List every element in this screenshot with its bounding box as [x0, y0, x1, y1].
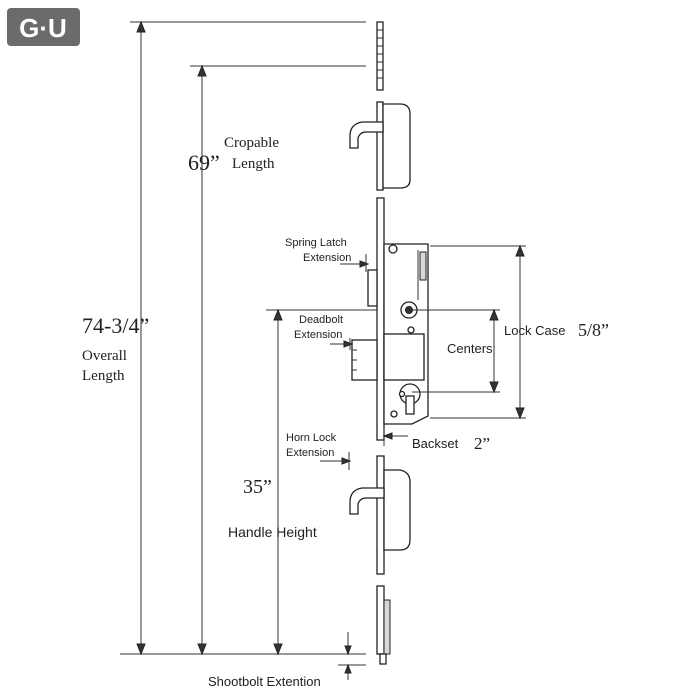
bottom-hook-lock: [349, 455, 411, 575]
top-rod: [376, 21, 384, 91]
overall-bottom-arrow: [136, 643, 146, 656]
spring-latch-label-2: Extension: [303, 252, 351, 264]
horn-lock-annotation: Horn Lock Extension: [286, 432, 352, 470]
top-hook-lock: [349, 101, 411, 191]
cylinder-slot: [405, 395, 415, 415]
logo-text: G·U: [19, 13, 67, 43]
handle-bottom-arrow: [273, 643, 283, 656]
spring-latch-annotation: Spring Latch Extension: [285, 237, 370, 272]
lock-case-dimension: Lock Case 5/8”: [430, 244, 609, 420]
shootbolt-tip: [379, 653, 387, 665]
overall-length-label-2: Length: [82, 368, 125, 384]
backset-value: 2”: [474, 434, 490, 453]
horn-lock-label-2: Extension: [286, 447, 334, 459]
bottom-hook-case: [383, 469, 411, 551]
shootbolt-plate: [376, 585, 385, 655]
overall-length-value: 74-3/4”: [82, 313, 149, 338]
deadbolt-housing: [383, 333, 425, 381]
gu-logo: G·U: [7, 8, 80, 46]
top-hook-bolt: [349, 121, 384, 149]
bottom-hook-plate: [376, 455, 385, 575]
handle-top-arrow: [273, 308, 283, 321]
faceplate: [376, 197, 385, 441]
handle-height-label: Handle Height: [228, 524, 317, 540]
lock-body: [351, 197, 429, 441]
lock-case-label: Lock Case: [504, 323, 565, 338]
backset-label: Backset: [412, 436, 459, 451]
shootbolt-rod: [383, 599, 391, 655]
centers-dimension: Centers: [412, 308, 500, 394]
shootbolt: Shootbolt Extention: [208, 585, 391, 689]
overall-top-arrow: [136, 20, 146, 33]
overall-length-label-1: Overall: [82, 348, 127, 364]
cropable-bottom-arrow: [197, 643, 207, 656]
spring-latch-label-1: Spring Latch: [285, 237, 347, 249]
cropable-label-2: Length: [232, 156, 275, 172]
horn-lock-label-1: Horn Lock: [286, 432, 337, 444]
overall-length-dimension: 74-3/4” Overall Length: [82, 20, 366, 656]
top-hook-plate: [376, 101, 384, 191]
deadbolt-annotation: Deadbolt Extension: [294, 314, 354, 350]
deadbolt-label-1: Deadbolt: [299, 314, 343, 326]
handle-height-value: 35”: [243, 476, 272, 498]
top-hook-case: [382, 103, 411, 189]
shootbolt-label: Shootbolt Extention: [208, 674, 321, 689]
cropable-length-dimension: Cropable 69” Length: [188, 64, 366, 656]
deadbolt-label-2: Extension: [294, 329, 342, 341]
cropable-label-1: Cropable: [224, 135, 279, 151]
centers-label: Centers: [447, 341, 493, 356]
spring-latch: [367, 269, 378, 307]
top-rod-strip: [376, 21, 384, 91]
handle-height-dimension: 35” Handle Height: [228, 308, 412, 656]
cropable-top-arrow: [197, 64, 207, 77]
lock-case-value: 5/8”: [578, 320, 609, 340]
bottom-hook-bolt: [349, 487, 385, 515]
backset-dimension: Backset 2”: [382, 428, 490, 453]
top-screw: [388, 244, 398, 254]
cropable-value: 69”: [188, 150, 220, 175]
logo-badge: [7, 8, 80, 46]
